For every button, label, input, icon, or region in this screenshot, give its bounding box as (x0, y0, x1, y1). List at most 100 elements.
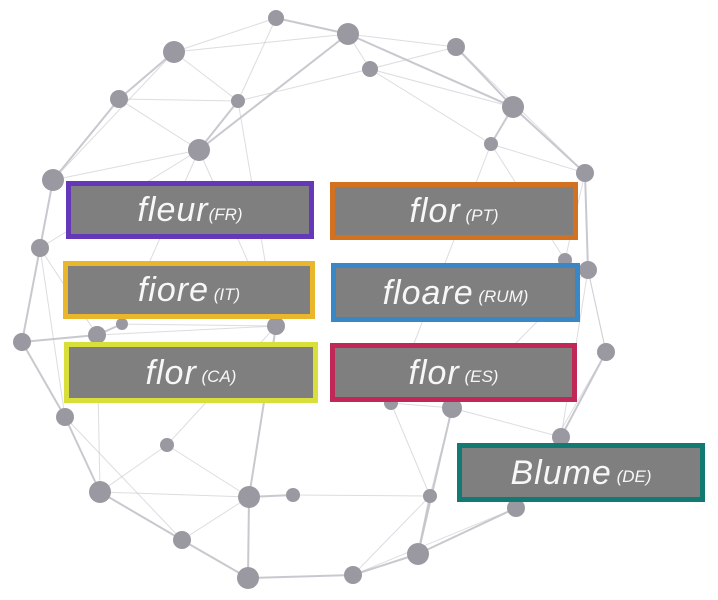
network-edge (39, 179, 54, 249)
network-edge (39, 247, 66, 418)
network-edge (247, 574, 354, 579)
network-edge (99, 444, 168, 493)
network-node (337, 23, 359, 45)
language-label-de[interactable]: Blume (DE) (457, 443, 705, 502)
network-node (267, 317, 285, 335)
network-edge (584, 172, 589, 271)
network-node (163, 41, 185, 63)
language-code: (FR) (208, 204, 243, 224)
network-edge (417, 507, 517, 555)
network-node (597, 343, 615, 361)
network-edge (369, 68, 492, 145)
network-node (42, 169, 64, 191)
network-node (173, 531, 191, 549)
network-node (110, 90, 128, 108)
network-node (231, 94, 245, 108)
language-label-fr[interactable]: fleur(FR) (66, 181, 314, 239)
network-edge (52, 149, 200, 181)
network-node (507, 499, 525, 517)
network-edge (118, 51, 175, 100)
language-label-ca[interactable]: flor (CA) (64, 342, 318, 403)
network-node (344, 566, 362, 584)
network-edge (64, 416, 101, 493)
network-edge (121, 323, 277, 327)
network-edge (451, 407, 562, 438)
network-node (423, 489, 437, 503)
network-edge (587, 269, 607, 353)
network-edge (560, 351, 607, 438)
network-edge (21, 247, 41, 343)
network-node (484, 137, 498, 151)
network-node (579, 261, 597, 279)
language-code: (PT) (460, 205, 499, 225)
language-word: Blume (510, 453, 612, 492)
network-edge (173, 51, 239, 102)
network-edge (118, 98, 239, 102)
network-node (407, 543, 429, 565)
network-node (88, 326, 106, 344)
language-label-es[interactable]: flor (ES) (330, 343, 577, 402)
network-edge (352, 507, 517, 576)
network-node (31, 239, 49, 257)
network-node (268, 10, 284, 26)
language-label-pt[interactable]: flor (PT) (330, 182, 578, 240)
network-edge (52, 98, 120, 181)
network-edge (292, 494, 431, 497)
language-label-it[interactable]: fiore (IT) (63, 261, 315, 319)
language-code: (RUM) (473, 287, 529, 306)
network-edge (21, 334, 98, 343)
network-node (116, 318, 128, 330)
network-node (447, 38, 465, 56)
network-node (160, 438, 174, 452)
network-node (552, 428, 570, 446)
network-node (56, 408, 74, 426)
network-node (89, 481, 111, 503)
network-node (238, 486, 260, 508)
network-edge (166, 444, 250, 498)
network-edge (352, 495, 431, 576)
language-word: flor (409, 192, 461, 230)
network-edge (181, 539, 249, 579)
language-code: (ES) (459, 367, 499, 386)
network-edge (99, 491, 183, 541)
network-edge (247, 496, 250, 579)
language-code: (IT) (208, 284, 241, 304)
network-edge (173, 33, 349, 53)
network-node (576, 164, 594, 182)
language-code: (CA) (196, 367, 237, 386)
network-node (502, 96, 524, 118)
network-node (188, 139, 210, 161)
language-word: fiore (137, 271, 209, 309)
network-edge (512, 106, 586, 174)
network-edge (455, 46, 514, 108)
language-word: floare (382, 273, 474, 312)
network-edge (52, 51, 175, 181)
language-word: fleur (137, 191, 209, 229)
network-edge (490, 143, 586, 174)
network-edge (347, 33, 514, 108)
network-edge (347, 33, 457, 48)
network-node (237, 567, 259, 589)
network-edge (369, 68, 514, 108)
network-edge (181, 496, 250, 541)
network-edge (352, 553, 419, 576)
language-label-rum[interactable]: floare (RUM) (331, 263, 580, 322)
network-node (286, 488, 300, 502)
network-edge (275, 17, 349, 35)
network-node (362, 61, 378, 77)
language-word: flor (145, 353, 197, 392)
network-edge (390, 402, 431, 497)
network-edge (118, 98, 200, 151)
network-edge (390, 402, 453, 409)
network-edge (237, 17, 277, 102)
network-edge (64, 416, 183, 541)
network-edge (21, 341, 66, 418)
network-edge (237, 68, 371, 102)
language-word: flor (408, 353, 460, 392)
network-edge (96, 325, 277, 336)
network-edge (369, 46, 457, 70)
network-node (442, 398, 462, 418)
